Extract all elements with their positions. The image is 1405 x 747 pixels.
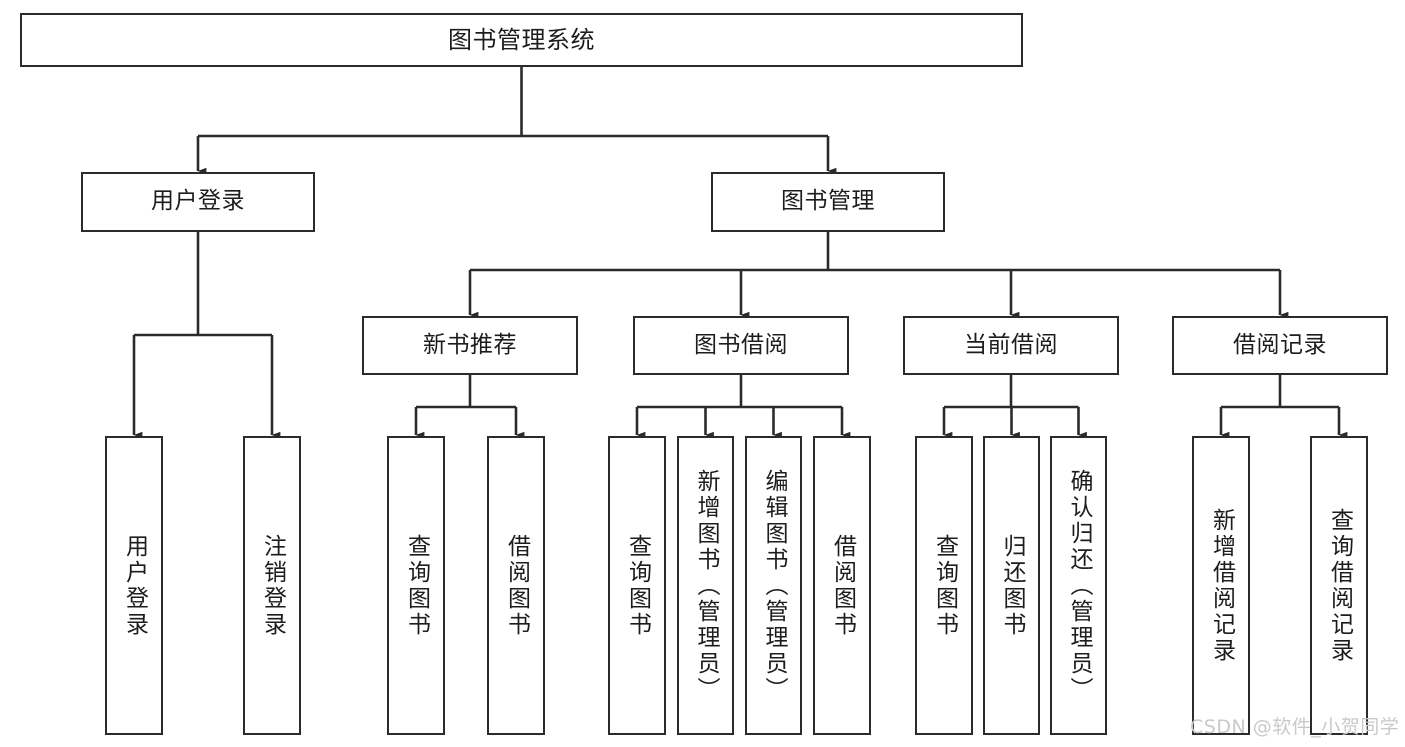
node-leaf-edit-book[interactable]: 编辑图书（管理员）	[745, 436, 802, 735]
node-leaf-query-book-borrow[interactable]: 查询图书	[608, 436, 666, 735]
csdn-watermark: CSDN @软件_小贺同学	[1190, 716, 1400, 738]
node-label: 查询图书	[931, 533, 958, 638]
node-leaf-logout[interactable]: 注销登录	[243, 436, 301, 735]
node-leaf-query-record[interactable]: 查询借阅记录	[1310, 436, 1368, 735]
node-book-borrow[interactable]: 图书借阅	[633, 316, 849, 375]
node-leaf-return-book[interactable]: 归还图书	[983, 436, 1040, 735]
node-label: 查询借阅记录	[1326, 507, 1353, 664]
node-label: 编辑图书（管理员）	[761, 468, 787, 703]
node-new-book-recommend[interactable]: 新书推荐	[362, 316, 578, 375]
node-label: 借阅记录	[1233, 331, 1327, 358]
node-label: 当前借阅	[964, 331, 1058, 358]
node-leaf-user-login[interactable]: 用户登录	[105, 436, 163, 735]
node-label: 借阅图书	[829, 533, 856, 638]
node-label: 图书借阅	[694, 331, 788, 358]
node-borrow-record[interactable]: 借阅记录	[1172, 316, 1388, 375]
node-leaf-query-book-new[interactable]: 查询图书	[387, 436, 445, 735]
node-label: 用户登录	[151, 188, 245, 215]
node-user-login[interactable]: 用户登录	[81, 172, 315, 232]
node-root[interactable]: 图书管理系统	[20, 13, 1023, 67]
node-leaf-borrow-book[interactable]: 借阅图书	[813, 436, 871, 735]
node-leaf-add-book[interactable]: 新增图书（管理员）	[677, 436, 734, 735]
node-leaf-confirm-return[interactable]: 确认归还（管理员）	[1050, 436, 1107, 735]
node-book-manage[interactable]: 图书管理	[711, 172, 945, 232]
node-label: 新增图书（管理员）	[693, 468, 719, 703]
node-label: 归还图书	[999, 533, 1025, 638]
node-label: 查询图书	[624, 533, 651, 638]
node-label: 新增借阅记录	[1208, 507, 1235, 664]
node-leaf-add-record[interactable]: 新增借阅记录	[1192, 436, 1250, 735]
node-label: 新书推荐	[423, 331, 517, 358]
node-label: 查询图书	[403, 533, 430, 638]
node-label: 借阅图书	[503, 533, 530, 638]
node-current-borrow[interactable]: 当前借阅	[903, 316, 1119, 375]
node-label: 用户登录	[121, 533, 148, 638]
node-leaf-borrow-book-new[interactable]: 借阅图书	[487, 436, 545, 735]
node-label: 图书管理	[781, 188, 875, 215]
node-label: 注销登录	[259, 533, 286, 638]
node-label: 确认归还（管理员）	[1066, 468, 1092, 703]
node-leaf-query-book-current[interactable]: 查询图书	[915, 436, 973, 735]
node-label: 图书管理系统	[448, 25, 595, 54]
